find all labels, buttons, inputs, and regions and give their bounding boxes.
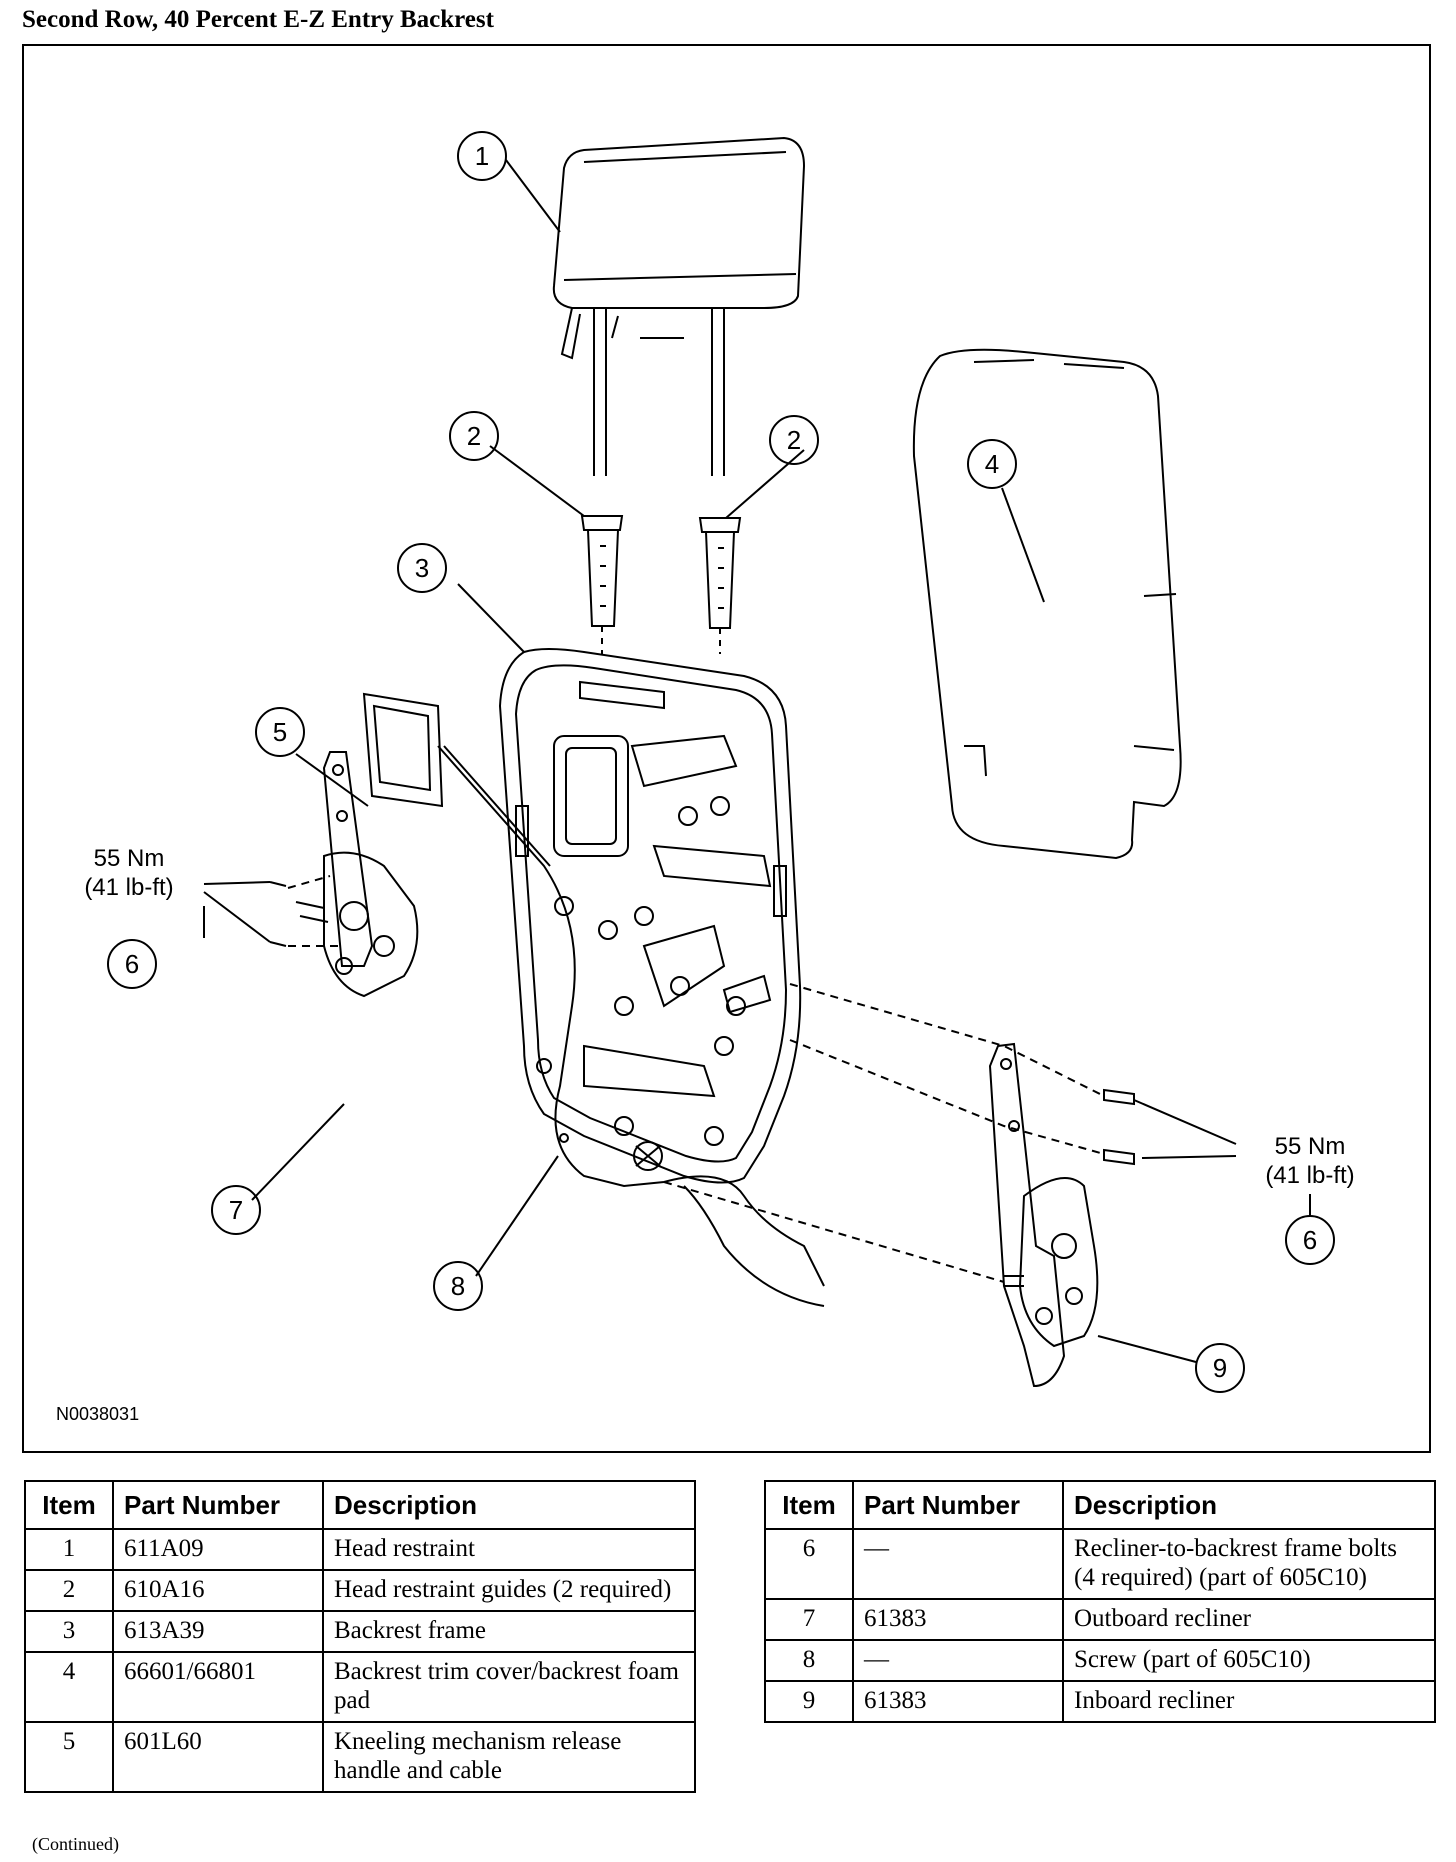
callout-5	[255, 707, 305, 757]
alignment-lines	[287, 875, 1105, 1283]
parts-table-left: Item Part Number Description 1 611A09 He…	[24, 1480, 696, 1793]
table-row: 3 613A39 Backrest frame	[24, 1610, 696, 1653]
torque-spec-right: 55 Nm (41 lb-ft)	[1242, 1132, 1378, 1190]
torque-bracket-right	[1133, 1099, 1311, 1216]
callout-label: 6	[125, 949, 139, 979]
table-row: 7 61383 Outboard recliner	[764, 1598, 1436, 1641]
callout-8	[433, 1261, 483, 1311]
cable-loop-drawing	[683, 1185, 825, 1307]
torque-lbft: (41 lb-ft)	[1265, 1162, 1355, 1189]
table-row: 4 66601/66801 Backrest trim cover/backre…	[24, 1651, 696, 1723]
part-cell: 61383	[852, 1680, 1064, 1723]
part-cell: 601L60	[112, 1721, 324, 1793]
figure-id: N0038031	[56, 1404, 140, 1424]
recliner-bolts-drawing	[269, 881, 1135, 1166]
callout-label: 6	[1303, 1225, 1317, 1255]
page-title: Second Row, 40 Percent E-Z Entry Backres…	[22, 6, 494, 33]
callout-label: 3	[415, 553, 429, 583]
item-cell: 6	[764, 1528, 854, 1600]
table-row: 9 61383 Inboard recliner	[764, 1680, 1436, 1723]
description-cell: Screw (part of 605C10)	[1062, 1639, 1436, 1682]
table-row: 6 — Recliner-to-backrest frame bolts (4 …	[764, 1528, 1436, 1600]
outboard-recliner-drawing	[295, 751, 419, 998]
part-cell: —	[852, 1639, 1064, 1682]
callout-label: 2	[787, 425, 801, 455]
item-cell: 2	[24, 1569, 114, 1612]
torque-bracket-left	[203, 881, 271, 943]
description-cell: Recliner-to-backrest frame bolts (4 requ…	[1062, 1528, 1436, 1600]
backrest-frame-drawing	[498, 648, 802, 1184]
part-cell: 610A16	[112, 1569, 324, 1612]
head-restraint-guides-drawing	[580, 515, 742, 654]
callout-9	[1195, 1343, 1245, 1393]
item-cell: 9	[764, 1680, 854, 1723]
col-header-item: Item	[24, 1480, 114, 1530]
callout-label: 9	[1213, 1353, 1227, 1383]
description-cell: Backrest trim cover/backrest foam pad	[322, 1651, 696, 1723]
callout-7	[211, 1185, 261, 1235]
col-header-item: Item	[764, 1480, 854, 1530]
exploded-view-figure: 1 2 2 3 4 5 6 6 7 8 9 55 Nm (41 lb-ft) 5…	[22, 44, 1431, 1453]
continued-note: (Continued)	[32, 1834, 119, 1854]
description-cell: Backrest frame	[322, 1610, 696, 1653]
item-cell: 5	[24, 1721, 114, 1793]
description-cell: Inboard recliner	[1062, 1680, 1436, 1723]
col-header-description: Description	[322, 1480, 696, 1530]
part-cell: 61383	[852, 1598, 1064, 1641]
callout-6b	[1285, 1215, 1335, 1265]
callout-3	[397, 543, 447, 593]
part-cell: —	[852, 1528, 1064, 1600]
part-cell: 66601/66801	[112, 1651, 324, 1723]
backrest-trim-cover-drawing	[912, 348, 1182, 860]
col-header-part: Part Number	[852, 1480, 1064, 1530]
callout-1	[457, 131, 507, 181]
description-cell: Outboard recliner	[1062, 1598, 1436, 1641]
callout-label: 5	[273, 717, 287, 747]
item-cell: 3	[24, 1610, 114, 1653]
col-header-part: Part Number	[112, 1480, 324, 1530]
table-row: 8 — Screw (part of 605C10)	[764, 1639, 1436, 1682]
torque-nm: 55 Nm	[93, 845, 165, 872]
table-row: 1 611A09 Head restraint	[24, 1528, 696, 1571]
description-cell: Head restraint	[322, 1528, 696, 1571]
callout-circles	[107, 131, 1335, 1393]
callout-label: 8	[451, 1271, 465, 1301]
item-cell: 8	[764, 1639, 854, 1682]
torque-spec-left: 55 Nm (41 lb-ft)	[64, 844, 194, 902]
item-cell: 1	[24, 1528, 114, 1571]
torque-lbft: (41 lb-ft)	[84, 874, 174, 901]
item-cell: 7	[764, 1598, 854, 1641]
table-row: 5 601L60 Kneeling mechanism release hand…	[24, 1721, 696, 1793]
part-cell: 613A39	[112, 1610, 324, 1653]
torque-nm: 55 Nm	[1274, 1133, 1346, 1160]
table-header-row: Item Part Number Description	[24, 1480, 696, 1530]
callout-6a	[107, 939, 157, 989]
screw-drawing	[559, 1133, 663, 1171]
callout-label: 1	[475, 141, 489, 171]
description-cell: Head restraint guides (2 required)	[322, 1569, 696, 1612]
callout-label: 2	[467, 421, 481, 451]
release-handle-drawing	[362, 692, 665, 1188]
part-cell: 611A09	[112, 1528, 324, 1571]
exploded-view-drawing: 1 2 2 3 4 5 6 6 7 8 9	[107, 131, 1335, 1393]
parts-table-right: Item Part Number Description 6 — Recline…	[764, 1480, 1436, 1723]
item-cell: 4	[24, 1651, 114, 1723]
callout-4	[967, 439, 1017, 489]
head-restraint-drawing	[552, 136, 806, 476]
callout-label: 4	[985, 449, 999, 479]
cable-drawing	[663, 1175, 825, 1287]
table-header-row: Item Part Number Description	[764, 1480, 1436, 1530]
callout-2a	[449, 411, 499, 461]
callout-label: 7	[229, 1195, 243, 1225]
leader-lines	[251, 159, 1197, 1363]
table-row: 2 610A16 Head restraint guides (2 requir…	[24, 1569, 696, 1612]
inboard-recliner-drawing	[988, 1042, 1099, 1388]
callout-2b	[769, 415, 819, 465]
col-header-description: Description	[1062, 1480, 1436, 1530]
description-cell: Kneeling mechanism release handle and ca…	[322, 1721, 696, 1793]
